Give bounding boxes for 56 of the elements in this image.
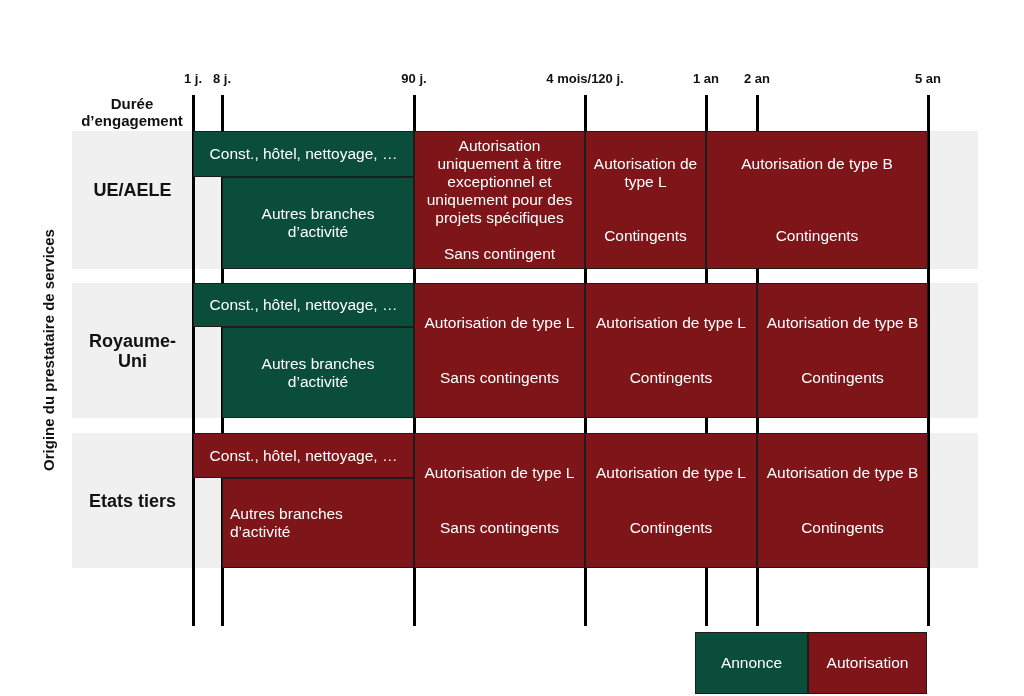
period-box bbox=[706, 131, 928, 269]
box-text: Autorisation de type L bbox=[424, 464, 575, 482]
box-text: Const., hôtel, nettoyage, … bbox=[209, 145, 398, 163]
tick-label: 90 j. bbox=[401, 71, 427, 86]
tick-label: 8 j. bbox=[212, 71, 232, 86]
box-text: Contingents bbox=[801, 519, 884, 537]
period-box bbox=[193, 131, 414, 177]
period-box bbox=[222, 177, 414, 269]
row-label: Etats tiers bbox=[89, 490, 176, 511]
legend-label: Autorisation bbox=[826, 654, 909, 672]
legend-label: Annonce bbox=[720, 654, 783, 672]
box-text: Autorisation de type L bbox=[592, 155, 699, 191]
period-box bbox=[757, 433, 928, 568]
tick-label: 1 j. bbox=[183, 71, 203, 86]
box-text: Contingents bbox=[629, 369, 713, 387]
box-text: Autorisation de type L bbox=[596, 464, 746, 482]
box-text: Autorisation de type B bbox=[766, 464, 919, 482]
period-box bbox=[757, 283, 928, 418]
axis-title: Origine du prestataire de services bbox=[39, 229, 57, 471]
period-box bbox=[222, 327, 414, 418]
row-band bbox=[72, 283, 978, 418]
box-text: Sans contingent bbox=[443, 245, 556, 263]
box-text: Autorisation de type L bbox=[596, 314, 746, 332]
period-box bbox=[585, 131, 706, 269]
period-box bbox=[585, 283, 757, 418]
box-text: Sans contingents bbox=[440, 519, 559, 537]
period-box bbox=[222, 478, 414, 568]
period-box bbox=[414, 131, 585, 269]
row-label: UE/AELE bbox=[93, 180, 172, 200]
tick-label: 4 mois/120 j. bbox=[546, 71, 624, 86]
period-box bbox=[193, 283, 414, 327]
row-band bbox=[72, 433, 978, 568]
tick-label: 5 an bbox=[915, 71, 941, 86]
tick-label: 2 an bbox=[744, 71, 770, 86]
axis-title: Durée d’engagement bbox=[81, 95, 183, 129]
box-text: Sans contingents bbox=[440, 369, 559, 387]
box-text: Autres branches d’activité bbox=[260, 205, 376, 241]
box-text: Const., hôtel, nettoyage, … bbox=[209, 296, 398, 314]
period-box bbox=[585, 433, 757, 568]
row-band bbox=[72, 131, 978, 269]
box-text: Contingents bbox=[801, 369, 884, 387]
period-box bbox=[414, 283, 585, 418]
box-text: Autorisation de type B bbox=[741, 155, 893, 173]
box-text: Autorisation uniquement à titre exceptionnel et uniquement pour des projets spécifiques bbox=[425, 137, 574, 227]
box-text: Autres branches d’activité bbox=[230, 505, 344, 541]
row-label: Royaume-Uni bbox=[89, 330, 176, 371]
box-text: Autres branches d’activité bbox=[260, 354, 376, 391]
box-text: Contingents bbox=[604, 227, 687, 245]
box-text: Contingents bbox=[775, 227, 859, 245]
box-text: Autorisation de type L bbox=[424, 314, 575, 332]
period-box bbox=[193, 433, 414, 478]
box-text: Autorisation de type B bbox=[766, 314, 919, 332]
period-box bbox=[414, 433, 585, 568]
tick-label: 1 an bbox=[693, 71, 719, 86]
box-text: Contingents bbox=[629, 519, 713, 537]
box-text: Const., hôtel, nettoyage, … bbox=[209, 446, 398, 465]
